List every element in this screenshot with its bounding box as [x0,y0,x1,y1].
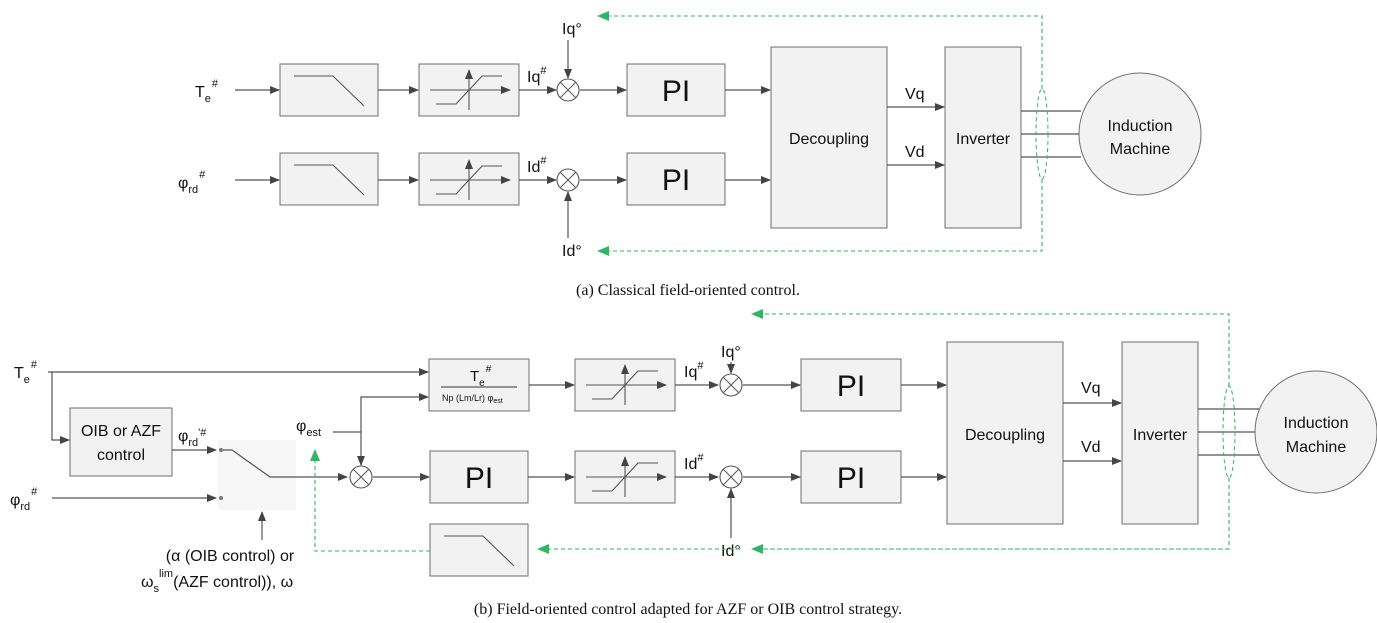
diagram-a: Te# φrd# Iq# Id# [178,11,1202,299]
feedback-path-iq [597,11,1043,89]
pi-block-d [626,152,726,206]
label-phi-est: φest [296,418,321,439]
diagram-b: Te# OIB or AZF control φrd'# φrd# (α (OI… [10,309,1377,618]
saturation-icon [430,69,511,110]
current-sensor [1035,88,1049,180]
summing-junction-q [556,78,580,102]
inverter-block [1121,341,1199,525]
pi-block-q [626,63,726,117]
input-phi-rd: φrd# [10,486,38,513]
switch-contact [219,496,223,500]
label-iq-feedback: Iq° [721,344,741,361]
machine-label-line2: Machine [1286,439,1347,456]
decoupling-label: Decoupling [789,131,869,148]
inverter-label: Inverter [956,131,1011,148]
input-phi-rd: φrd# [178,169,206,196]
pi-label: PI [662,75,690,108]
decoupling-block [770,46,888,229]
input-te: Te# [195,78,219,105]
lowpass-filter-block-top [279,63,379,117]
torque-block-numerator: Te# [470,364,492,389]
label-iq-feedback: Iq° [562,21,582,38]
summing-junction-d [719,465,743,489]
induction-machine [1254,370,1377,494]
switch-blade [223,449,296,478]
label-iq-star: Iq# [684,360,704,381]
label-vq: Vq [1081,380,1101,397]
lowpass-icon [294,75,365,107]
induction-machine [1078,72,1202,196]
label-iq-star: Iq# [527,65,547,86]
feedback-path-id [597,179,1043,256]
saturation-icon [586,456,667,497]
saturation-icon [430,159,511,200]
switch-label-line1: (α (OIB control) or [166,548,295,565]
label-vq: Vq [905,86,925,103]
inverter-label: Inverter [1133,427,1188,444]
summing-junction-q [719,373,743,397]
label-vd: Vd [905,144,925,161]
machine-label-line1: Induction [1284,415,1349,432]
torque-to-current-block [428,358,530,412]
pi-label: PI [465,462,493,495]
lowpass-icon [294,164,365,196]
pi-label: PI [662,164,690,197]
switch-label-line2: ωslim(AZF control)), ω [141,568,293,595]
switch-contact [219,448,223,452]
oib-azf-label-line1: OIB or AZF [81,423,161,440]
decoupling-block [946,341,1064,525]
caption-a: (a) Classical field-oriented control. [576,282,800,299]
pi-block-d [800,450,902,504]
input-te: Te# [14,359,38,386]
label-id-star: Id# [527,155,547,176]
machine-label-line2: Machine [1110,141,1171,158]
label-id-feedback: Id° [721,543,741,560]
saturation-icon [586,364,667,405]
feedback-path-iq [751,309,1230,386]
pi-block-q [800,358,902,412]
label-id-star: Id# [684,452,704,473]
label-vd: Vd [1081,439,1101,456]
pi-label: PI [837,462,865,495]
signal-phi-est [333,431,365,466]
flux-estimator-filter-block [429,523,529,577]
inverter-block [944,46,1022,229]
signal-te-to-oib [51,372,70,444]
caption-b: (b) Field-oriented control adapted for A… [474,601,902,618]
pi-label: PI [837,370,865,403]
summing-junction-d [556,168,580,192]
torque-block-denominator: Np (Lm/Lr) φest [442,393,503,405]
summing-junction-flux [349,465,373,489]
lowpass-filter-block-bottom [279,152,379,206]
lowpass-icon [444,535,515,567]
selector-switch [218,440,296,510]
oib-azf-control-block [69,407,173,477]
decoupling-label: Decoupling [965,427,1045,444]
machine-label-line1: Induction [1108,118,1173,135]
label-id-feedback: Id° [562,243,582,260]
feedback-path-phi-est [310,449,430,552]
oib-azf-label-line2: control [97,447,145,464]
signal-phi-est-to-torque [360,393,429,432]
label-phi-rd-prime: φrd'# [178,427,207,449]
